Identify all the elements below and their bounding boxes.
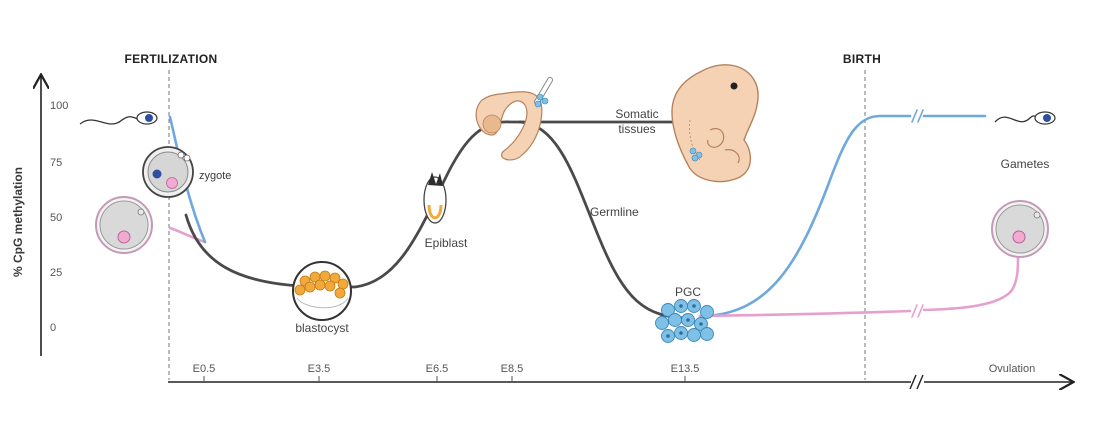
zygote-icon — [142, 146, 194, 198]
sperm-icon — [79, 111, 158, 125]
fetus-icon — [671, 64, 759, 183]
blastocyst-icon — [292, 261, 352, 321]
event-markers: FERTILIZATION BIRTH — [125, 52, 881, 380]
y-tick: 100 — [50, 100, 68, 112]
fertilization-label: FERTILIZATION — [125, 52, 218, 66]
maternal-curve-adult — [922, 256, 1020, 312]
y-tick: 50 — [50, 212, 62, 224]
y-tick: 0 — [50, 322, 56, 334]
axis-break-mark — [916, 374, 924, 390]
x-tick: E0.5 — [193, 363, 216, 375]
zygote-label: zygote — [199, 170, 231, 182]
early-embryo-icon — [475, 77, 553, 161]
oocyte-icon-adult — [991, 200, 1049, 258]
maternal-curve-early — [168, 226, 207, 244]
germline-label: Germline — [590, 205, 639, 219]
axis-break-mark — [909, 374, 917, 390]
blastocyst-label: blastocyst — [295, 321, 349, 335]
birth-label: BIRTH — [843, 52, 881, 66]
y-tick: 75 — [50, 157, 62, 169]
somatic-label-line2: tissues — [618, 122, 655, 136]
somatic-label-line1: Somatic — [615, 107, 658, 121]
x-axis: E0.5 E3.5 E6.5 E8.5 E13.5 Ovulation — [168, 363, 1072, 389]
x-tick: E8.5 — [501, 363, 524, 375]
x-tick: E6.5 — [426, 363, 449, 375]
paternal-curve-late — [698, 114, 912, 318]
sperm-icon-adult — [994, 111, 1056, 125]
pgc-cluster-icon — [655, 299, 714, 343]
maternal-curve-late — [698, 309, 912, 318]
y-tick: 25 — [50, 267, 62, 279]
pgc-label: PGC — [675, 285, 701, 299]
epiblast-label: Epiblast — [425, 236, 468, 250]
epiblast-icon — [423, 172, 447, 224]
germline-curve — [518, 120, 692, 320]
x-tick: E3.5 — [308, 363, 331, 375]
y-axis: % CpG methylation 100 75 50 25 0 — [11, 76, 68, 356]
x-tick: Ovulation — [989, 363, 1035, 375]
gametes-label: Gametes — [1001, 157, 1050, 171]
oocyte-icon — [95, 196, 153, 254]
y-axis-label: % CpG methylation — [11, 167, 25, 277]
main-curve — [184, 120, 522, 289]
x-tick: E13.5 — [671, 363, 700, 375]
